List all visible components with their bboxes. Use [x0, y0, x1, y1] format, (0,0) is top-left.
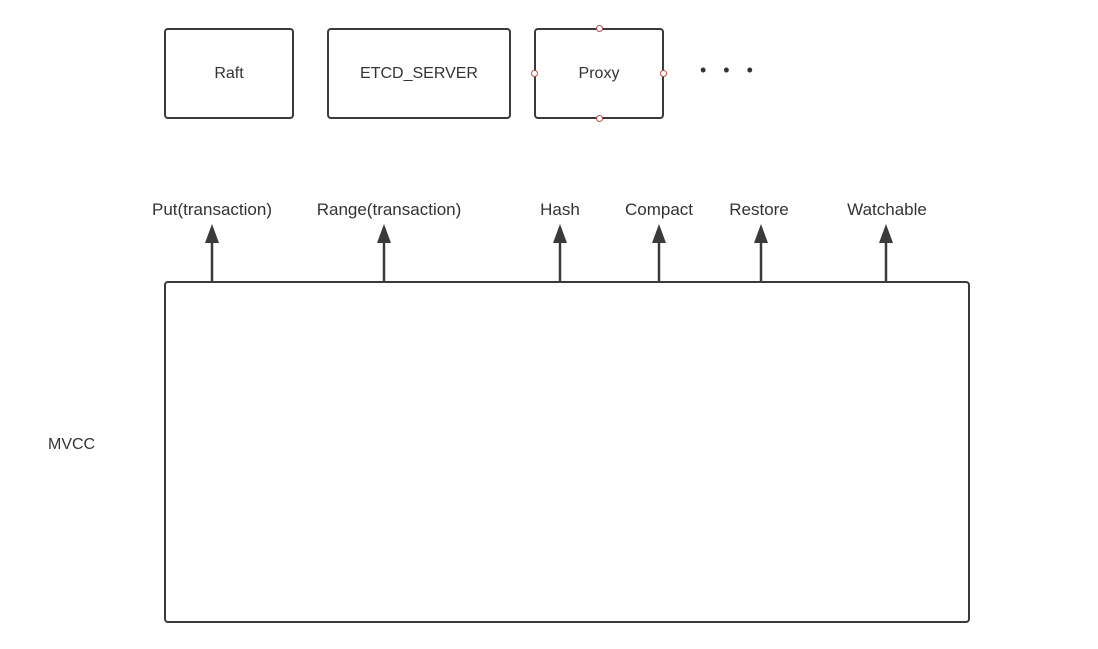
raft-module-label: Raft: [214, 64, 244, 82]
proxy-top-handle[interactable]: [596, 25, 603, 32]
raft-module-box[interactable]: Raft: [164, 28, 294, 119]
arrow-compact: [652, 224, 666, 282]
arrow-range-head: [377, 224, 391, 243]
arrow-restore-head: [754, 224, 768, 243]
op-label-watchable: Watchable: [847, 200, 927, 219]
etcd-server-module-box[interactable]: ETCD_SERVER: [327, 28, 511, 119]
proxy-module-label: Proxy: [578, 64, 620, 82]
arrow-watchable-head: [879, 224, 893, 243]
op-label-range: Range(transaction): [316, 200, 462, 219]
op-label-compact: Compact: [624, 200, 694, 219]
op-label-put: Put(transaction): [152, 200, 272, 219]
op-label-restore: Restore: [729, 200, 789, 219]
etcd-server-module-label: ETCD_SERVER: [360, 64, 478, 82]
arrow-watchable: [879, 224, 893, 282]
proxy-module-box[interactable]: Proxy: [531, 25, 667, 122]
mvcc-box[interactable]: [164, 281, 970, 623]
arrow-hash-head: [553, 224, 567, 243]
arrow-compact-head: [652, 224, 666, 243]
more-modules-ellipsis: • • •: [700, 60, 759, 80]
arrow-range: [377, 224, 391, 282]
arrow-hash: [553, 224, 567, 282]
arrow-restore: [754, 224, 768, 282]
arrow-put-head: [205, 224, 219, 243]
mvcc-label: MVCC: [48, 436, 96, 453]
proxy-bottom-handle[interactable]: [596, 115, 603, 122]
proxy-left-handle[interactable]: [531, 70, 538, 77]
arrow-put: [205, 224, 219, 282]
op-label-hash: Hash: [540, 200, 580, 219]
proxy-right-handle[interactable]: [660, 70, 667, 77]
